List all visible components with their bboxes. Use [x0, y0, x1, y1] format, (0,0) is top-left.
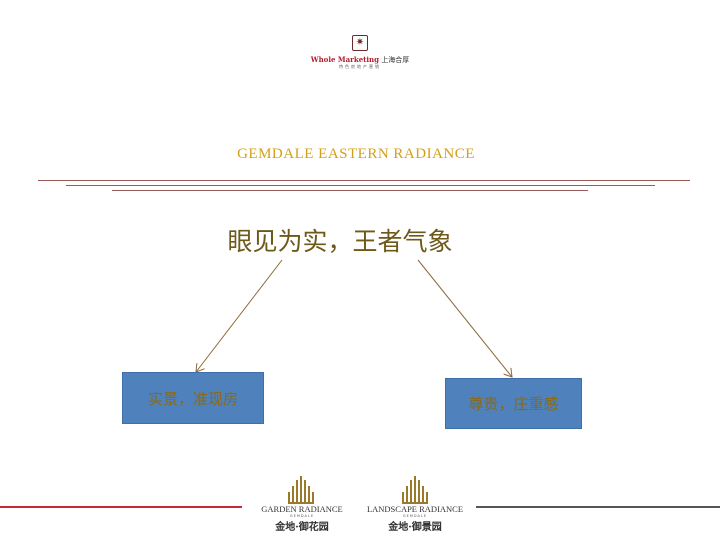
logo-cn: 上海合厚	[381, 56, 410, 64]
logo-subtitle: 特色房地产营销	[339, 64, 381, 69]
logo-brand: Whole Marketing	[310, 55, 380, 64]
headline: 眼见为实，王者气象	[227, 227, 453, 256]
garden-radiance-emblem-icon	[288, 476, 314, 504]
landscape-radiance-cn: 金地·御景园	[388, 522, 442, 533]
landscape-radiance-emblem-icon	[402, 476, 428, 504]
footer-rule-right	[476, 506, 720, 508]
footer-rule-left	[0, 506, 242, 508]
landscape-radiance-sub: GEMDALE	[402, 514, 428, 518]
left-box-label: 实景，准现房	[147, 389, 238, 408]
garden-radiance-cn: 金地·御花园	[275, 522, 329, 533]
slide-title: GEMDALE EASTERN RADIANCE	[237, 146, 475, 162]
company-logo-text: Whole Marketing 上海合厚	[300, 55, 420, 65]
arrow-to-right-box	[417, 259, 512, 377]
rule-bottom	[112, 190, 588, 191]
company-logo-icon: ✷	[352, 35, 368, 51]
right-box-label: 尊贵，庄重感	[468, 395, 559, 413]
rule-top	[38, 180, 690, 181]
landscape-radiance-logo: LANDSCAPE RADIANCE GEMDALE 金地·御景园	[360, 504, 470, 533]
garden-radiance-logo: GARDEN RADIANCE GEMDALE 金地·御花园	[252, 504, 352, 533]
arrow-to-left-box	[196, 259, 283, 372]
rule-middle	[66, 185, 655, 186]
landscape-radiance-name: LANDSCAPE RADIANCE	[366, 504, 464, 514]
garden-radiance-sub: GEMDALE	[289, 514, 315, 518]
right-box: 尊贵，庄重感	[445, 378, 582, 429]
left-box: 实景，准现房	[122, 372, 264, 424]
garden-radiance-name: GARDEN RADIANCE	[261, 504, 343, 514]
